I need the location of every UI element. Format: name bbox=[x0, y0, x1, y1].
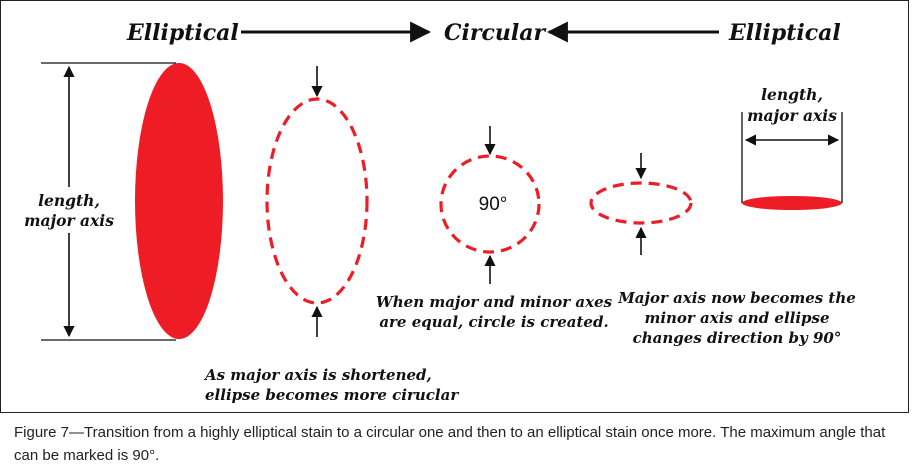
heading-elliptical-left: Elliptical bbox=[126, 20, 239, 46]
right-axis-label-line2: major axis bbox=[747, 106, 837, 125]
note-direction-line2: minor axis and ellipse bbox=[644, 309, 829, 327]
note-shortened-line1: As major axis is shortened, bbox=[203, 366, 432, 384]
left-axis-label-line1: length, bbox=[38, 191, 100, 210]
diagram-svg: Elliptical Circular Elliptical length, m… bbox=[24, 20, 856, 404]
angle-label: 90° bbox=[479, 194, 508, 215]
note-direction-line1: Major axis now becomes the bbox=[617, 289, 856, 307]
figure-caption: Figure 7—Transition from a highly ellipt… bbox=[14, 424, 886, 464]
diagram-frame: Elliptical Circular Elliptical length, m… bbox=[0, 0, 909, 413]
elongated-stain bbox=[135, 63, 223, 339]
right-axis-label-line1: length, bbox=[761, 85, 823, 104]
note-equal-line2: are equal, circle is created. bbox=[379, 313, 608, 331]
dashed-flat-ellipse bbox=[589, 181, 693, 225]
note-equal-line1: When major and minor axes bbox=[376, 293, 613, 311]
heading-circular: Circular bbox=[444, 20, 546, 46]
flat-stain bbox=[742, 196, 842, 210]
left-axis-label-line2: major axis bbox=[24, 211, 114, 230]
dashed-tall-ellipse bbox=[265, 97, 369, 305]
heading-elliptical-right: Elliptical bbox=[728, 20, 841, 46]
dashed-circle bbox=[439, 154, 541, 254]
note-direction-line3: changes direction by 90° bbox=[633, 329, 842, 347]
note-shortened-line2: ellipse becomes more ciruclar bbox=[205, 386, 459, 404]
